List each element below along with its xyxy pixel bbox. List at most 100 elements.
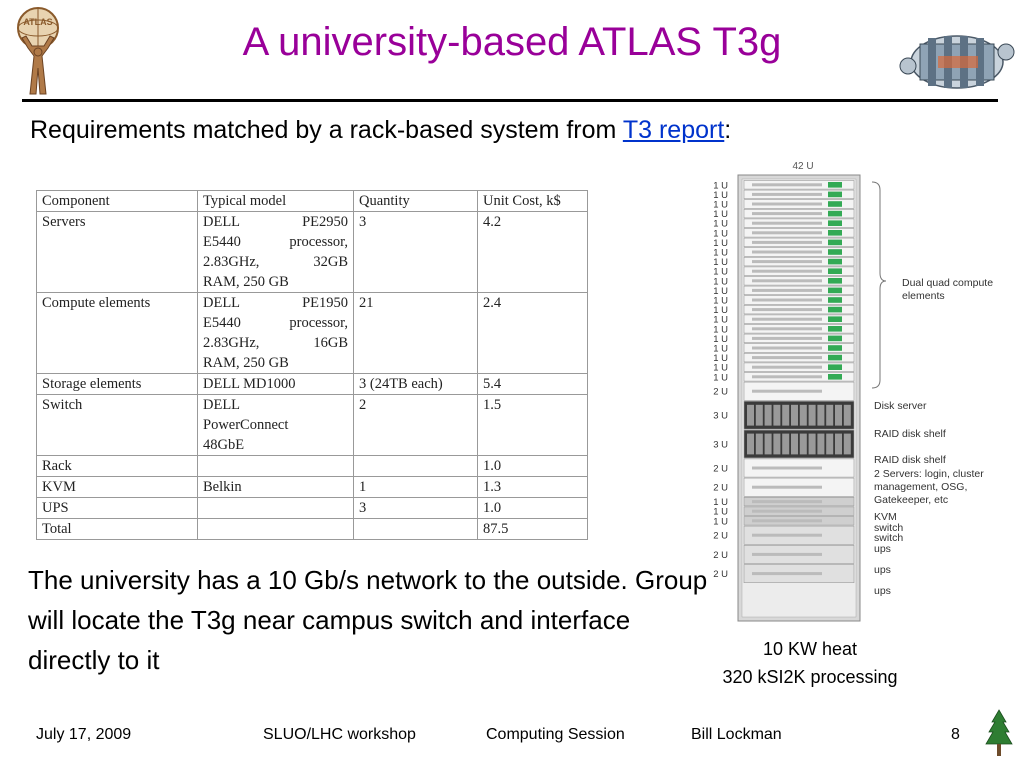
model-word: PE2950 bbox=[302, 214, 348, 230]
t3-report-link[interactable]: T3 report bbox=[622, 116, 725, 144]
status-led bbox=[828, 364, 842, 370]
drive-slot bbox=[752, 336, 822, 340]
status-led bbox=[828, 249, 842, 255]
disk-bay bbox=[835, 433, 842, 455]
status-led bbox=[828, 268, 842, 274]
cell-cost: 1.5 bbox=[477, 394, 588, 456]
disk-bay bbox=[782, 404, 790, 426]
subtitle-suffix: : bbox=[724, 116, 732, 144]
model-word: PE1950 bbox=[302, 295, 348, 311]
rack-unit-label: 1 U bbox=[713, 516, 728, 527]
rack-unit-label: 1 U bbox=[713, 190, 728, 201]
cell-cost: 1.0 bbox=[477, 497, 588, 519]
rack-units bbox=[743, 180, 855, 584]
cell-component: Servers bbox=[36, 211, 198, 293]
status-led bbox=[828, 345, 842, 351]
callout-ups-3: ups bbox=[874, 585, 891, 597]
rack-unit-label: 2 U bbox=[713, 531, 728, 542]
cell-quantity: 3 bbox=[353, 211, 478, 293]
model-word: 16GB bbox=[313, 335, 348, 351]
disk-bay bbox=[764, 433, 772, 455]
drive-slot bbox=[752, 298, 822, 302]
disk-bay bbox=[791, 404, 798, 426]
header-cost: Unit Cost, k$ bbox=[477, 190, 588, 212]
disk-bay bbox=[817, 404, 825, 426]
drive-slot bbox=[752, 485, 822, 489]
drive-slot bbox=[752, 192, 822, 196]
disk-bay bbox=[808, 433, 816, 455]
rack-unit-label: 1 U bbox=[713, 497, 728, 508]
status-led bbox=[828, 335, 842, 342]
drive-slot bbox=[752, 231, 822, 235]
rack-unit-label: 1 U bbox=[713, 248, 728, 259]
cell-component: Compute elements bbox=[36, 292, 198, 374]
cell-quantity: 1 bbox=[353, 476, 478, 498]
disk-bay bbox=[843, 404, 851, 426]
drive-slot bbox=[752, 212, 822, 216]
callout-ups-2: ups bbox=[874, 564, 891, 576]
table-header-row: Component Typical model Quantity Unit Co… bbox=[36, 190, 588, 212]
rack-unit-label: 2 U bbox=[713, 483, 728, 494]
callout-compute-1: Dual quad compute bbox=[902, 277, 993, 289]
status-led bbox=[828, 354, 842, 361]
rack-unit-label: 1 U bbox=[713, 200, 728, 211]
drive-slot bbox=[752, 519, 822, 523]
drive-slot bbox=[752, 346, 822, 350]
atlas-detector-image bbox=[899, 35, 1015, 89]
model-line: PowerConnect bbox=[203, 417, 289, 433]
title-divider bbox=[22, 99, 998, 102]
callout-switch-2: switch bbox=[874, 532, 903, 544]
rack-unit-label: 1 U bbox=[713, 372, 728, 383]
model-word: 32GB bbox=[313, 254, 348, 270]
drive-slot bbox=[752, 202, 822, 206]
rack-unit-label: 1 U bbox=[713, 276, 728, 287]
cell-cost: 5.4 bbox=[477, 373, 588, 395]
drive-slot bbox=[752, 375, 822, 379]
callout-raid-2: RAID disk shelf bbox=[874, 454, 946, 466]
callout-raid-1: RAID disk shelf bbox=[874, 428, 946, 440]
status-led bbox=[828, 210, 842, 217]
footer-session: Computing Session bbox=[486, 726, 625, 743]
rack-diagram: 42 U 1 U1 U1 U1 U1 U1 U1 U1 U1 U1 U1 U1 … bbox=[713, 161, 993, 622]
subtitle: Requirements matched by a rack-based sys… bbox=[30, 116, 731, 145]
compute-bracket bbox=[871, 181, 887, 389]
model-line: Belkin bbox=[203, 479, 242, 495]
disk-bay bbox=[773, 433, 781, 455]
callout-ups-1: ups bbox=[874, 543, 891, 555]
disk-bay bbox=[773, 404, 781, 426]
subtitle-prefix: Requirements matched by a rack-based sys… bbox=[30, 116, 623, 144]
rack-unit-label: 1 U bbox=[713, 257, 728, 268]
cell-cost: 1.3 bbox=[477, 476, 588, 498]
disk-bay bbox=[808, 404, 816, 426]
disk-bay bbox=[747, 433, 754, 455]
callout-servers-3: Gatekeeper, etc bbox=[874, 494, 948, 506]
rack-unit-label: 1 U bbox=[713, 353, 728, 364]
model-word: 2.83GHz, bbox=[203, 335, 260, 351]
status-led bbox=[828, 182, 842, 188]
drive-slot bbox=[752, 327, 822, 331]
status-led bbox=[828, 258, 842, 265]
page-number: 8 bbox=[951, 726, 960, 743]
drive-slot bbox=[752, 240, 822, 244]
cell-cost: 2.4 bbox=[477, 292, 588, 374]
callout-disk-server: Disk server bbox=[874, 400, 927, 412]
drive-slot bbox=[752, 572, 822, 576]
drive-slot bbox=[752, 183, 822, 187]
cell-quantity bbox=[353, 518, 478, 540]
status-led bbox=[828, 201, 842, 207]
model-line: RAM, 250 GB bbox=[203, 355, 289, 371]
drive-slot bbox=[752, 509, 822, 513]
model-line: 48GbE bbox=[203, 437, 245, 453]
cell-model: DELL MD1000 bbox=[197, 373, 354, 395]
drive-slot bbox=[752, 250, 822, 254]
drive-slot bbox=[752, 552, 822, 556]
cell-component: Total bbox=[36, 518, 198, 540]
model-word: DELL bbox=[203, 214, 241, 230]
callout-switch-1: switch bbox=[874, 522, 903, 534]
